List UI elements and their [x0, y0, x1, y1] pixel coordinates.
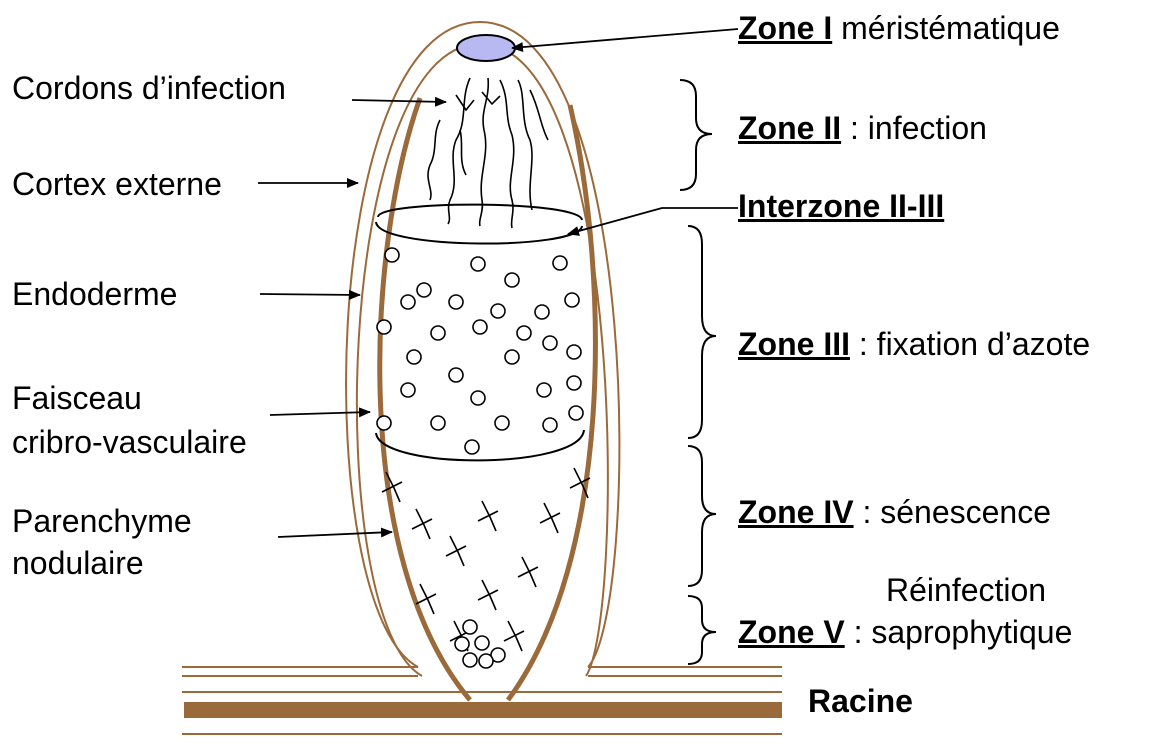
bacteroid: [401, 383, 415, 397]
zone5-name: Zone V: [738, 614, 845, 650]
senescent-cell: [478, 501, 498, 531]
senescent-cell: [412, 509, 432, 539]
label-zone3: Zone III : fixation d’azote: [738, 326, 1090, 363]
bacteroid: [535, 305, 549, 319]
label-reinfection: Réinfection: [886, 572, 1046, 609]
bacteroid: [543, 418, 557, 432]
bacteroid: [505, 273, 519, 287]
bacteroid: [407, 350, 421, 364]
bacteroid: [385, 248, 399, 262]
arrow-cordons: [352, 100, 446, 102]
zone-braces: [680, 80, 716, 664]
label-cordons-infection: Cordons d’infection: [12, 70, 286, 107]
brace-zone5: [688, 596, 716, 664]
arrow-parenchyme: [278, 532, 392, 537]
bacteroid: [517, 326, 531, 340]
interzone-name: Interzone II-III: [738, 188, 944, 224]
brace-zone4: [688, 446, 716, 586]
senescent-cell: [446, 536, 466, 566]
brace-zone2: [680, 80, 712, 190]
arrow-endoderme: [260, 294, 360, 295]
zone3-name: Zone III: [738, 326, 850, 362]
zone1-desc: méristématique: [832, 10, 1060, 46]
senescent-cell: [540, 503, 560, 533]
bacteroid: [491, 304, 505, 318]
bacteroid: [465, 440, 479, 454]
label-racine: Racine: [808, 683, 913, 720]
senescent-cell: [504, 621, 524, 651]
bacteroid: [569, 406, 583, 420]
label-zone5: Zone V : saprophytique: [738, 614, 1072, 651]
label-endoderme: Endoderme: [12, 276, 177, 313]
label-parenchyme-line1: Parenchyme: [12, 503, 192, 540]
zone3-desc: : fixation d’azote: [850, 326, 1090, 362]
label-zone1: Zone I méristématique: [738, 10, 1060, 47]
bacteroid: [543, 336, 557, 350]
root: [182, 667, 782, 734]
bacteroid: [567, 345, 581, 359]
zone5-desc: : saprophytique: [845, 614, 1073, 650]
bacteroid: [431, 416, 445, 430]
saprophytic-bacterium: [463, 620, 477, 634]
bacteroid: [471, 391, 485, 405]
bacteroid: [377, 416, 391, 430]
label-parenchyme-line2: nodulaire: [12, 545, 144, 582]
zone2-desc: : infection: [841, 110, 987, 146]
zone4-desc: : sénescence: [854, 494, 1051, 530]
label-cortex-externe: Cortex externe: [12, 166, 222, 203]
bacteroid: [565, 293, 579, 307]
arrow-zone1: [512, 29, 738, 48]
bacteroid: [417, 283, 431, 297]
senescent-cells: [382, 468, 590, 651]
vascular-bundle-right: [508, 105, 595, 700]
bacteroid: [505, 350, 519, 364]
saprophytic-bacterium: [475, 636, 489, 650]
zone3-bottom-arc: [376, 430, 584, 460]
bacteroid: [431, 326, 445, 340]
bacteroid: [567, 376, 581, 390]
bacteroid: [537, 383, 551, 397]
bacteroid: [377, 320, 391, 334]
arrow-interzone: [568, 208, 738, 234]
label-faisceau-line2: cribro-vasculaire: [12, 424, 247, 461]
label-zone4: Zone IV : sénescence: [738, 494, 1051, 531]
brace-zone3: [688, 226, 716, 438]
saprophytic-bacterium: [463, 653, 477, 667]
bacteroids: [377, 248, 583, 454]
label-faisceau-line1: Faisceau: [12, 380, 142, 417]
meristem-zone: [457, 35, 515, 61]
zone2-name: Zone II: [738, 110, 841, 146]
label-interzone: Interzone II-III: [738, 188, 944, 225]
bacteroid: [471, 257, 485, 271]
root-vascular-band: [184, 702, 782, 718]
saprophytic-bacteria: [455, 620, 505, 668]
saprophytic-bacterium: [455, 637, 469, 651]
senescent-cell: [518, 557, 538, 587]
label-zone2: Zone II : infection: [738, 110, 987, 147]
vascular-bundle-left: [380, 98, 470, 700]
saprophytic-bacterium: [479, 654, 493, 668]
bacteroid: [401, 295, 415, 309]
zone1-name: Zone I: [738, 10, 832, 46]
bacteroid: [449, 295, 463, 309]
senescent-cell: [478, 580, 498, 610]
bacteroid: [553, 256, 567, 270]
arrow-faisceau: [270, 412, 370, 415]
bacteroid: [495, 416, 509, 430]
bacteroid: [473, 320, 487, 334]
bacteroid: [449, 368, 463, 382]
zone4-name: Zone IV: [738, 494, 854, 530]
